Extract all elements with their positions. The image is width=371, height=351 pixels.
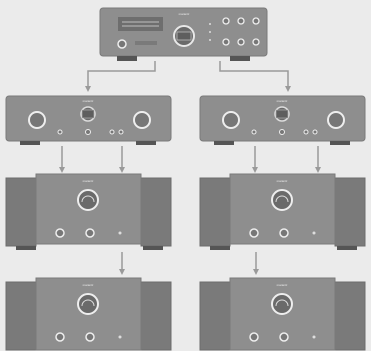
power-knob-icon — [117, 39, 127, 49]
arrow-preamp-to-right — [219, 61, 291, 92]
brand-logo: marantz — [83, 179, 94, 183]
input-knob-icon — [28, 111, 46, 129]
power-amplifier-right-row3: marantz — [199, 277, 366, 351]
power-meter-icon — [77, 293, 99, 315]
input-knob-icon — [222, 111, 240, 129]
integrated-amplifier-right: marantz — [199, 95, 366, 145]
brand-logo: marantz — [277, 283, 288, 287]
power-meter-icon — [271, 189, 293, 211]
brand-logo: marantz — [277, 179, 288, 183]
brand-logo: marantz — [83, 99, 94, 103]
arrow-preamp-to-left — [85, 61, 156, 92]
power-amplifier-left-row2: marantz — [5, 173, 172, 250]
connection-arrows — [59, 61, 321, 275]
power-amplifier-right-row2: marantz — [199, 173, 366, 250]
power-meter-icon — [77, 189, 99, 211]
integrated-amplifier-left: marantz — [5, 95, 172, 145]
volume-knob-icon — [327, 111, 345, 129]
brand-logo: marantz — [277, 99, 288, 103]
brand-logo: marantz — [83, 283, 94, 287]
brand-logo: marantz — [179, 12, 190, 16]
volume-knob-icon — [133, 111, 151, 129]
power-amplifier-left-row3: marantz — [5, 277, 172, 351]
power-meter-icon — [271, 293, 293, 315]
preamplifier: marantz — [99, 7, 268, 61]
display-panel — [118, 17, 163, 31]
